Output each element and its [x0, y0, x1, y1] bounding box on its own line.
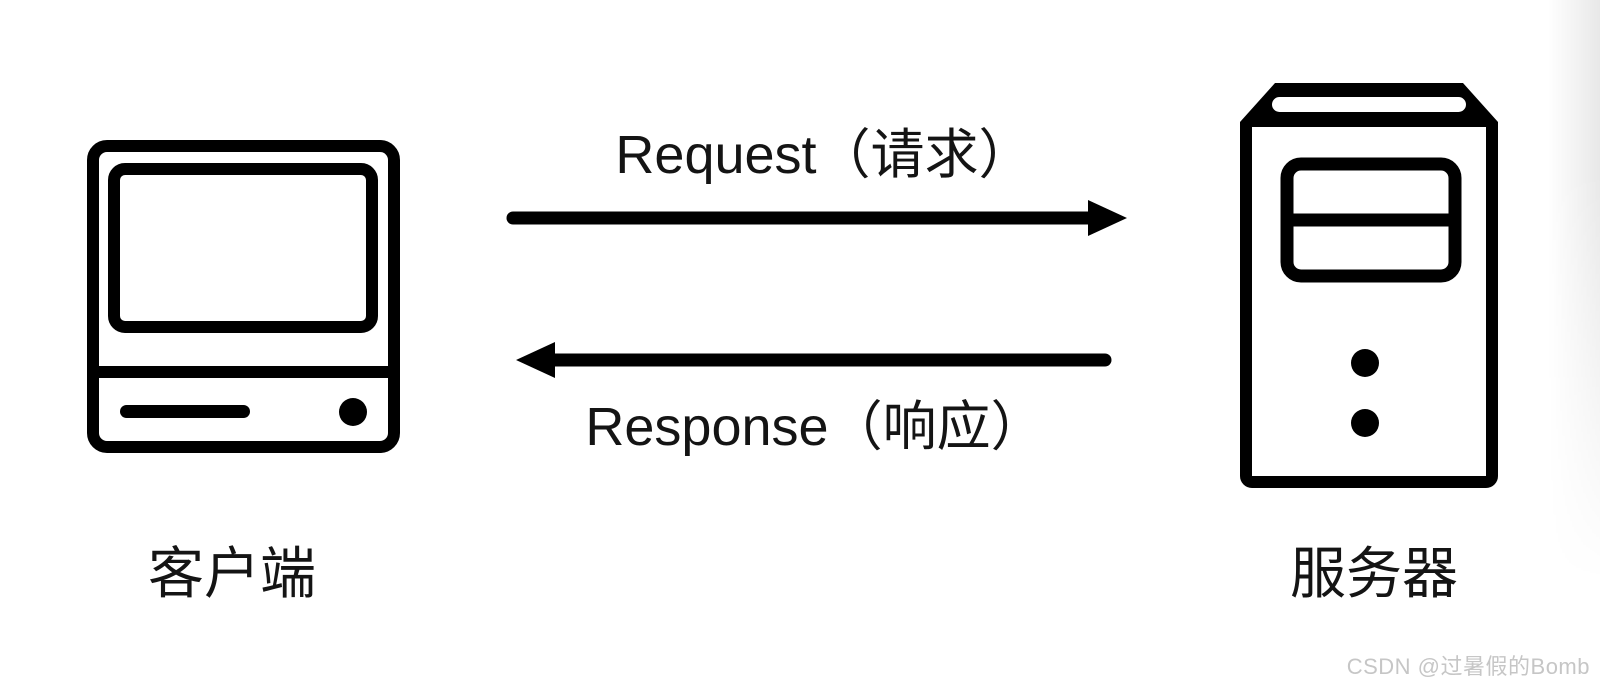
server-tower-icon	[1240, 83, 1498, 488]
right-edge-shade	[1548, 0, 1600, 686]
request-arrow-label: Request（请求）	[615, 125, 1033, 185]
watermark-text: CSDN @过暑假的Bomb	[1346, 654, 1590, 679]
left-arrow-icon	[516, 342, 1112, 378]
right-arrow-icon	[506, 200, 1127, 236]
classic-computer-icon	[87, 140, 400, 453]
server-label: 服务器	[1290, 542, 1458, 605]
client-label: 客户端	[148, 542, 316, 605]
response-arrow-label: Response（响应）	[585, 397, 1045, 457]
